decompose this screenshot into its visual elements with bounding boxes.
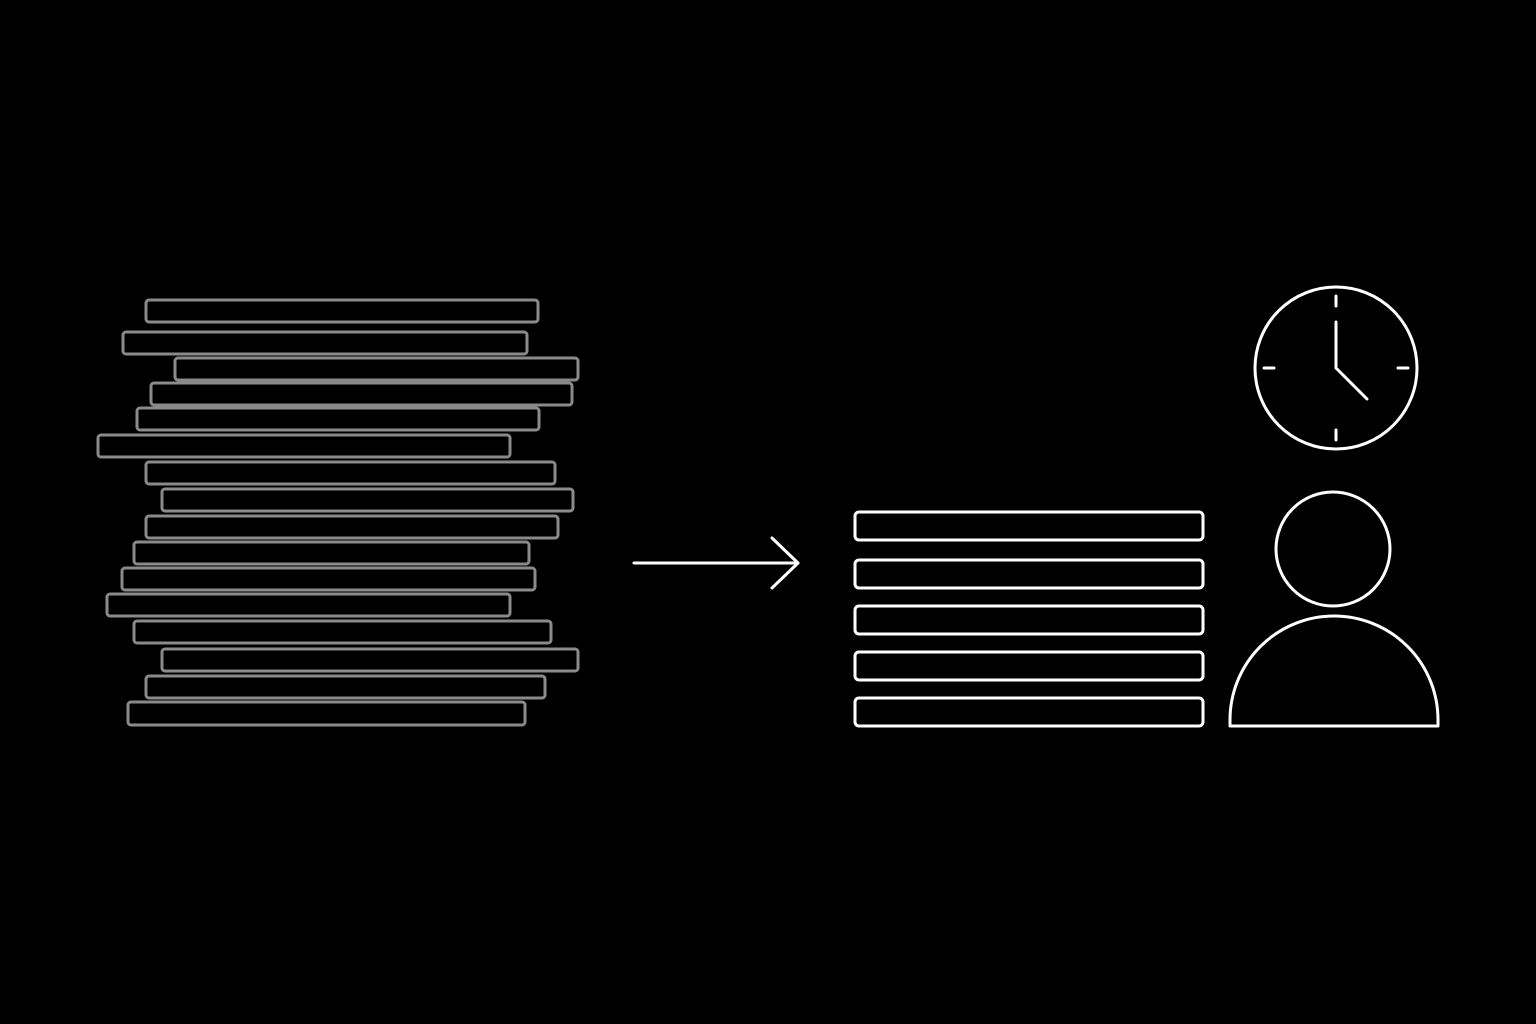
clock-face: [1253, 285, 1419, 451]
unsorted-bar: [144, 298, 540, 324]
person-head: [1274, 490, 1392, 608]
unsorted-bar: [160, 647, 580, 673]
unsorted-bar: [160, 487, 575, 513]
unsorted-bar: [144, 460, 557, 486]
unsorted-bar: [149, 381, 574, 407]
unsorted-bar: [132, 619, 553, 645]
unsorted-bar: [126, 700, 527, 727]
unsorted-bar: [120, 566, 537, 592]
sorted-bar-stack: [853, 510, 1205, 728]
sorted-bar: [853, 604, 1205, 636]
person-icon: [1228, 490, 1440, 728]
arrow-head: [770, 536, 800, 590]
sorted-bar: [853, 650, 1205, 682]
clock-icon: [1253, 285, 1419, 451]
unsorted-bar-stack: [96, 298, 580, 727]
arrow-right-icon: [632, 536, 800, 590]
unsorted-bar: [121, 330, 529, 356]
unsorted-bar: [96, 433, 512, 459]
person-body: [1228, 614, 1440, 728]
sorted-bar: [853, 510, 1205, 542]
unsorted-bar: [144, 674, 547, 700]
sorted-bar: [853, 558, 1205, 590]
unsorted-bar: [135, 406, 541, 432]
unsorted-bar: [144, 514, 560, 540]
sorted-bar: [853, 696, 1205, 728]
clock-hour-hand: [1334, 366, 1369, 401]
unsorted-bar: [132, 540, 531, 566]
unsorted-bar: [105, 592, 512, 618]
unsorted-bar: [173, 356, 580, 382]
